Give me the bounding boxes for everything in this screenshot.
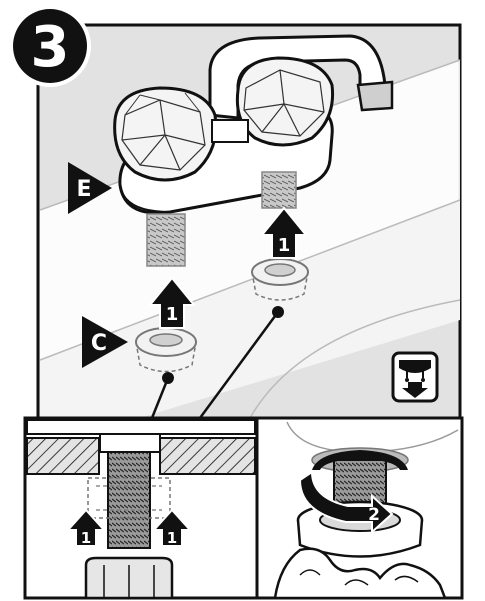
svg-text:E: E <box>76 177 91 202</box>
right-handle <box>237 58 332 145</box>
svg-text:1: 1 <box>81 529 91 547</box>
under-sink-down-arrow-icon <box>393 353 437 401</box>
svg-text:3: 3 <box>31 15 70 80</box>
svg-text:1: 1 <box>278 235 291 256</box>
svg-text:C: C <box>91 331 107 356</box>
shank-detail <box>108 452 150 548</box>
svg-text:1: 1 <box>166 304 179 325</box>
right-shank <box>262 172 296 208</box>
svg-text:2: 2 <box>368 505 380 525</box>
svg-text:1: 1 <box>167 529 177 547</box>
detail-panel-left <box>25 418 257 598</box>
left-handle <box>115 88 216 180</box>
left-shank <box>147 214 185 266</box>
step-number-badge: 3 <box>9 5 91 87</box>
